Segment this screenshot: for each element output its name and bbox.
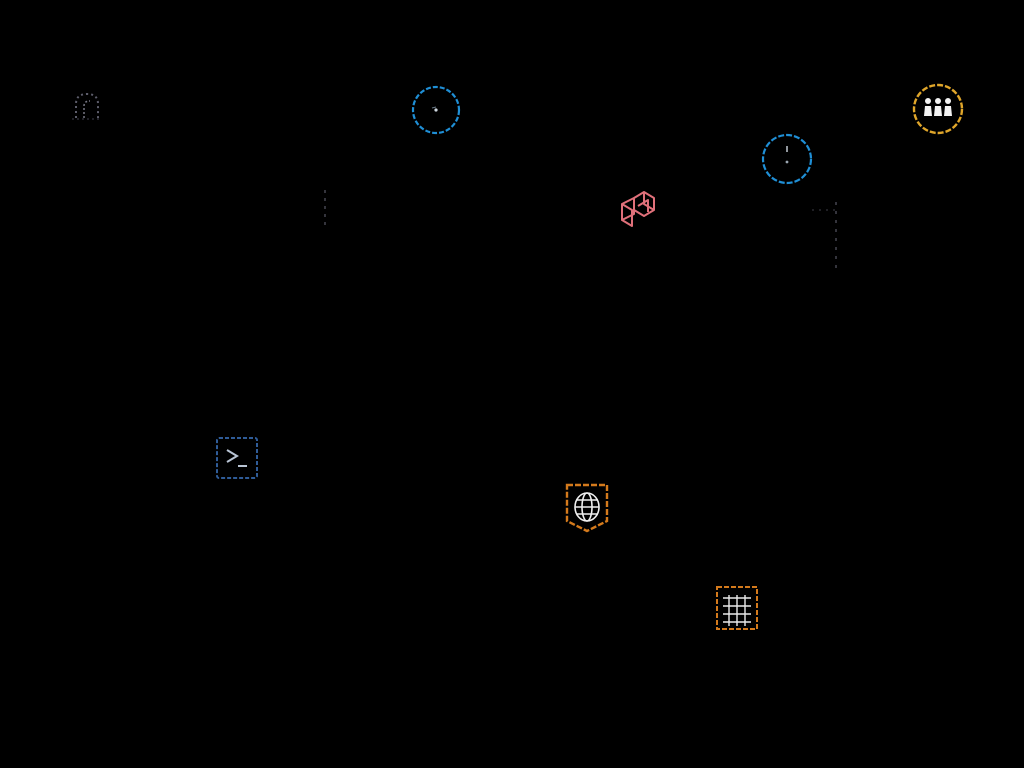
cyan-circle-icon[interactable] — [410, 84, 462, 136]
globe-shield-icon[interactable] — [563, 481, 611, 535]
cyan-circle-icon[interactable] — [760, 132, 814, 186]
arch-icon[interactable] — [66, 86, 108, 128]
terminal-icon[interactable] — [214, 434, 260, 482]
faint-mark — [320, 188, 330, 232]
faint-mark — [806, 198, 846, 272]
grid-calendar-icon[interactable] — [713, 582, 761, 634]
people-group-icon[interactable] — [911, 82, 965, 136]
stacked-cubes-icon[interactable] — [614, 184, 660, 232]
